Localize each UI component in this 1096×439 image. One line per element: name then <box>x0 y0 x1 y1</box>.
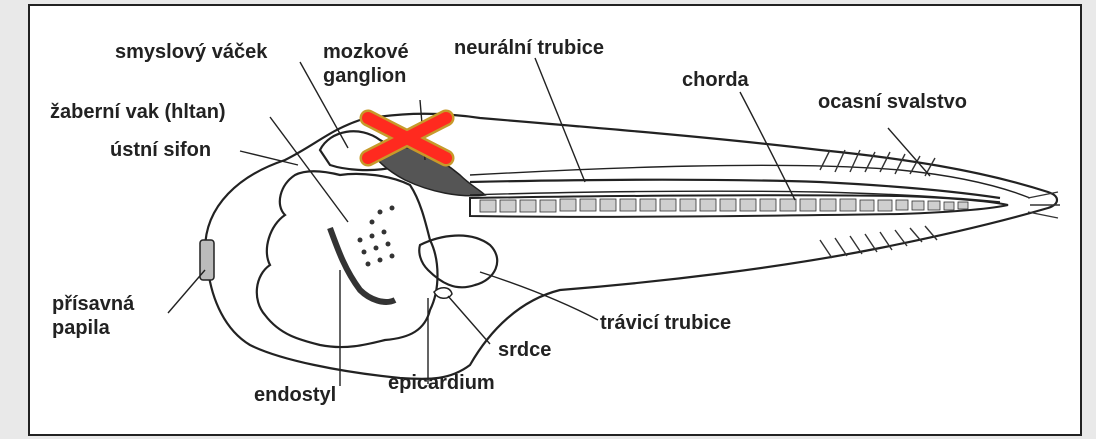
label-epicardium: epicardium <box>388 371 495 395</box>
leader-ocasni <box>888 128 930 176</box>
label-srdce: srdce <box>498 338 551 362</box>
leader-zaberni-vak <box>270 117 348 222</box>
label-ustni-sifon: ústní sifon <box>110 138 211 162</box>
leader-neural-tube <box>535 58 585 182</box>
label-prisavna-papila: přísavná papila <box>52 292 134 340</box>
label-zaberni-vak: žaberní vak (hltan) <box>50 100 226 124</box>
label-neuralni-trubice: neurální trubice <box>454 36 604 60</box>
label-travici-trubice: trávicí trubice <box>600 311 731 335</box>
label-endostyl: endostyl <box>254 383 336 407</box>
notochord-shape <box>470 195 1008 217</box>
leader-lines <box>168 58 930 386</box>
leader-travici <box>480 272 598 320</box>
gill-slits <box>358 206 395 267</box>
label-smyslovy-vacek: smyslový váček <box>115 40 267 64</box>
leader-srdce <box>448 296 490 344</box>
label-ocasni-svalstvo: ocasní svalstvo <box>818 90 967 114</box>
label-chorda: chorda <box>682 68 749 92</box>
pharynx-outline <box>257 171 438 347</box>
leader-papila <box>168 270 205 313</box>
label-mozkove-ganglion: mozkové ganglion <box>323 40 409 88</box>
body-outline <box>205 114 1057 379</box>
